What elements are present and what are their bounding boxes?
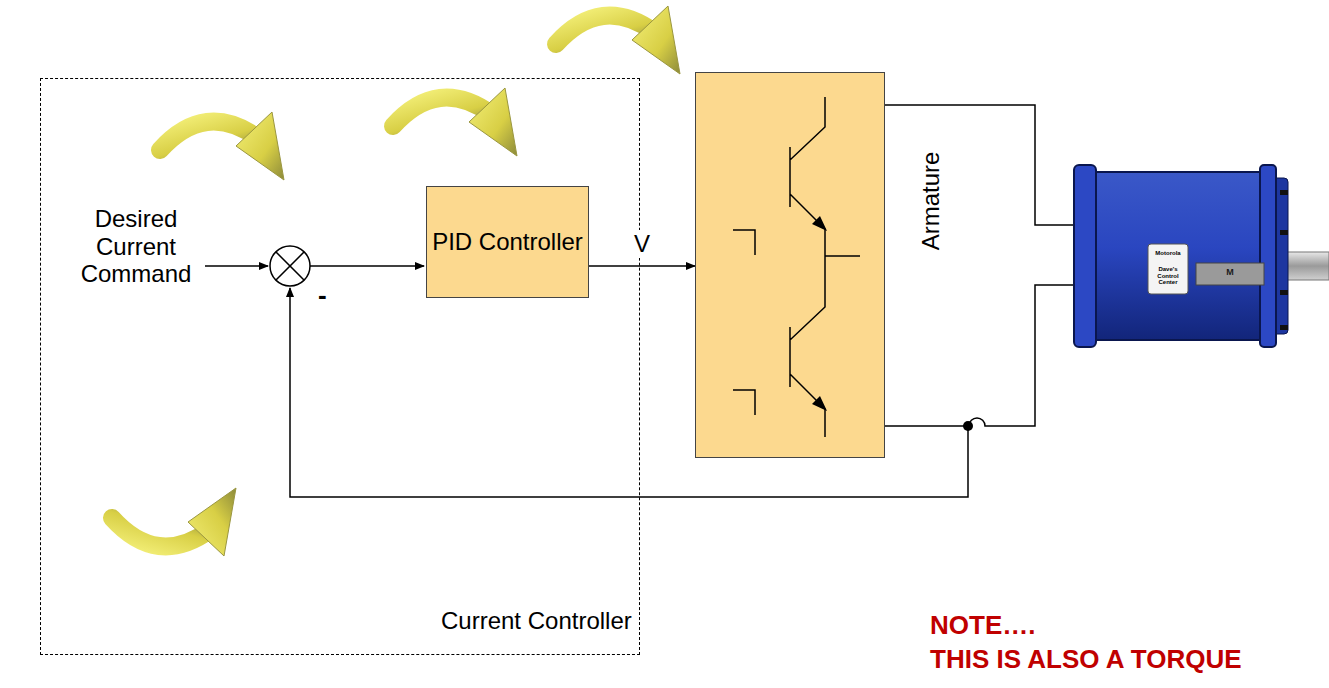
signal-wire — [205, 265, 268, 267]
transistor-symbols — [695, 72, 885, 458]
note-text: THIS IS ALSO A TORQUE — [930, 644, 1242, 675]
nameplate-text: Motorola — [1149, 250, 1187, 256]
pointer-arrow — [556, 6, 680, 74]
input-label: Desired Current Command — [68, 205, 204, 288]
nameplate-text: M — [1196, 267, 1264, 277]
pointer-arrow — [112, 488, 236, 556]
note-text: NOTE…. — [930, 610, 1035, 641]
signal-connector — [589, 265, 695, 267]
signal-wire — [310, 265, 424, 267]
armature-wire — [885, 105, 1078, 225]
controller-region: Current Controller PID Controller — [40, 78, 640, 655]
signal-label: V — [632, 230, 652, 258]
motor-illustration — [1074, 165, 1329, 347]
armature-wire — [885, 285, 1078, 426]
sign-label: - — [318, 280, 327, 311]
summing-junction — [270, 246, 310, 286]
box-label: PID Controller — [432, 228, 583, 256]
pointer-arrow — [160, 112, 284, 180]
armature-label: Armature — [917, 152, 945, 251]
nameplate-text: Dave's Control Center — [1149, 266, 1187, 286]
inverter-box: Armature — [695, 72, 885, 458]
process-box: PID Controller — [426, 186, 589, 298]
region-title: Current Controller — [441, 607, 632, 635]
pointer-arrow — [393, 88, 517, 156]
